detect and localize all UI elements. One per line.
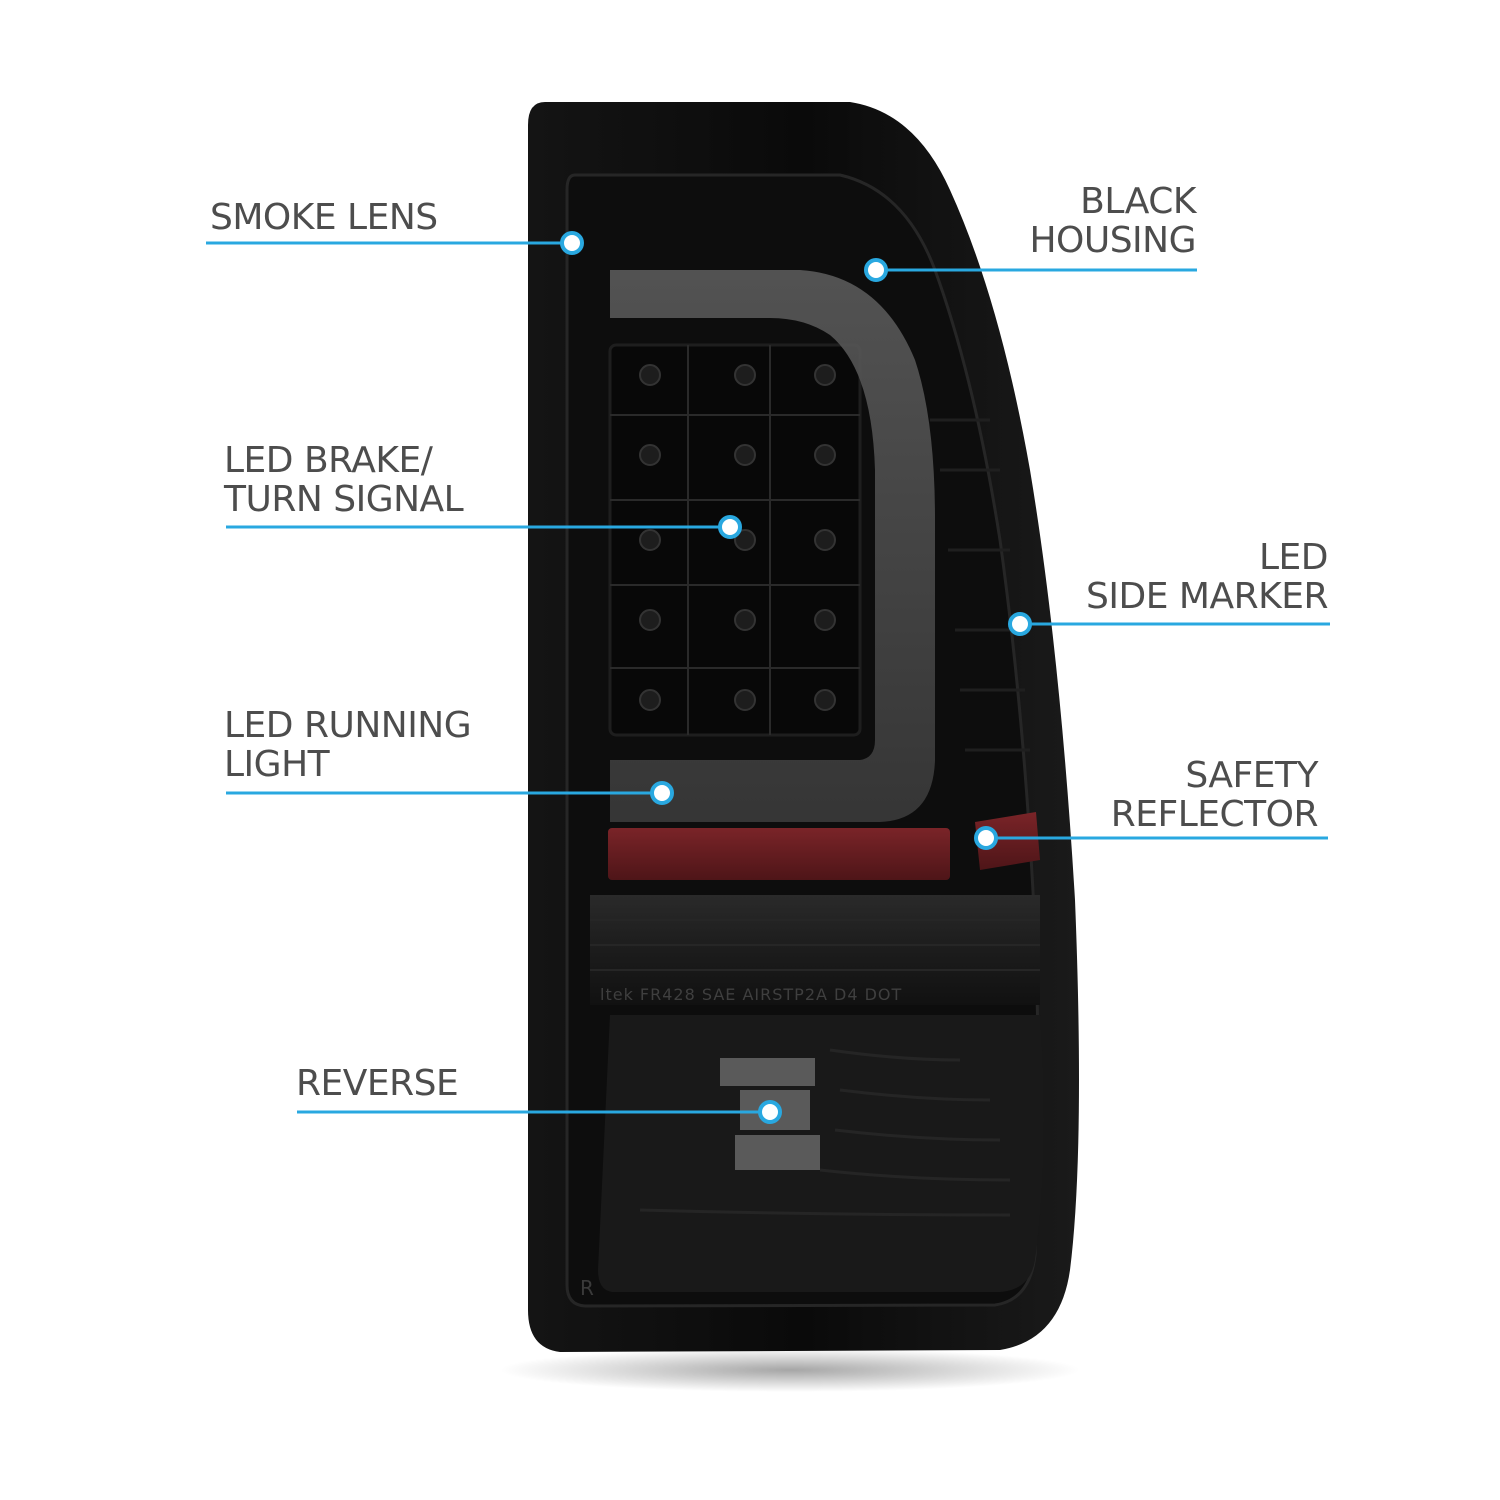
callout-text-line: TURN SIGNAL	[224, 479, 464, 520]
led-dot	[639, 609, 661, 631]
side-reflector	[975, 812, 1040, 870]
callout-text-line: LED RUNNING	[224, 705, 472, 746]
callout-text-line: LED	[1258, 537, 1329, 578]
callout-text-line: REFLECTOR	[1110, 794, 1319, 835]
callout-dot-led-brake-turn	[718, 515, 742, 539]
led-dot	[734, 444, 756, 466]
callout-text-line: LIGHT	[224, 744, 330, 785]
led-dot	[639, 444, 661, 466]
led-dot	[734, 364, 756, 386]
callout-text-line: SAFETY	[1185, 755, 1318, 796]
reverse-lens	[598, 1015, 1044, 1292]
led-brake-turn-panel	[608, 343, 862, 737]
callout-led-side-marker: LED SIDE MARKER	[1080, 538, 1328, 616]
callout-led-brake-turn: LED BRAKE/ TURN SIGNAL	[224, 440, 464, 520]
callout-text-line: REVERSE	[296, 1063, 459, 1104]
callout-text-line: SIDE MARKER	[1086, 576, 1328, 617]
lens-side-letter: R	[580, 1276, 594, 1300]
callout-text-line: BLACK	[1080, 181, 1196, 222]
side-ribs	[930, 418, 1030, 752]
callout-dot-reverse	[758, 1100, 782, 1124]
led-running-light-bar	[610, 270, 935, 822]
callout-dot-smoke-lens	[560, 231, 584, 255]
led-dot	[734, 529, 756, 551]
callout-text-line: LED BRAKE/	[224, 440, 433, 481]
callout-dot-led-side-marker	[1008, 612, 1032, 636]
led-dot	[814, 609, 836, 631]
ground-shadow	[500, 1348, 1080, 1392]
led-dot	[639, 364, 661, 386]
callout-dot-safety-reflector	[974, 826, 998, 850]
led-dot	[734, 609, 756, 631]
callout-dot-black-housing	[864, 258, 888, 282]
callout-text-line: HOUSING	[1029, 220, 1196, 261]
callout-reverse: REVERSE	[296, 1063, 459, 1104]
callout-text-line: SMOKE LENS	[210, 197, 438, 238]
lower-band	[590, 895, 1040, 1005]
led-dot	[814, 444, 836, 466]
safety-reflector-bar	[608, 828, 950, 880]
lens-marking-text: ltek FR428 SAE AIRSTP2A D4 DOT	[600, 985, 902, 1004]
led-dot	[639, 689, 661, 711]
callout-led-running-light: LED RUNNING LIGHT	[224, 705, 472, 785]
led-dot	[639, 529, 661, 551]
callout-smoke-lens: SMOKE LENS	[210, 198, 438, 237]
led-dot	[734, 689, 756, 711]
callout-black-housing: BLACK HOUSING	[1020, 182, 1196, 260]
led-dot	[814, 689, 836, 711]
callout-safety-reflector: SAFETY REFLECTOR	[1100, 755, 1319, 835]
led-dot	[814, 364, 836, 386]
led-dot	[814, 529, 836, 551]
callout-dot-led-running-light	[650, 781, 674, 805]
